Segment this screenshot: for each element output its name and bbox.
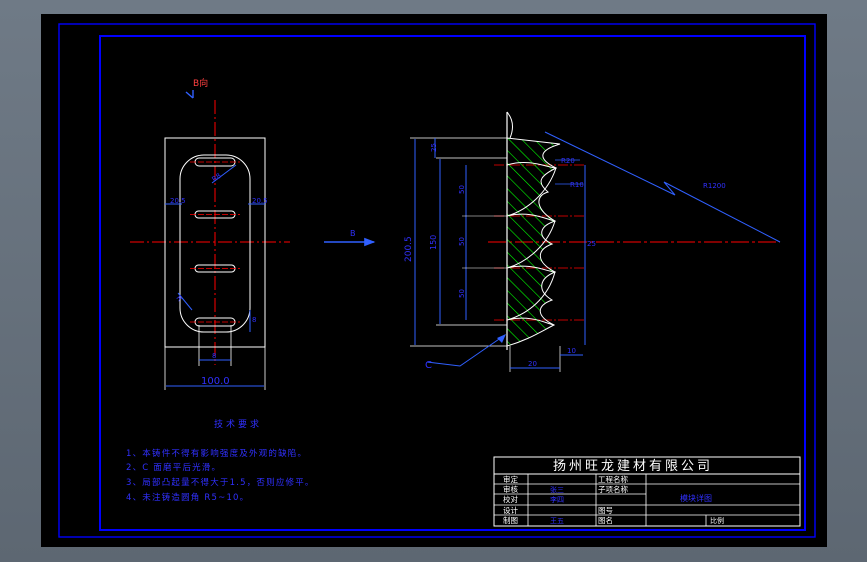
radius-2-label: R10 [570, 181, 584, 189]
radius-label-bottom: R [174, 294, 183, 303]
scale-label: 比例 [710, 516, 724, 525]
row-label-4: 设计 [503, 505, 518, 515]
note-1: 1、本铸件不得有影响强度及外观的缺陷。 [126, 448, 307, 459]
title-block: 扬州旺龙建材有限公司 审定 审核 校对 设计 制图 张三 李四 王五 工程名称 … [493, 456, 801, 527]
callout-c-label: C [425, 360, 432, 371]
section-hatched-body [506, 137, 561, 347]
note-2: 2、C 面磨平后光滑。 [126, 462, 221, 473]
row-value-3: 李四 [550, 495, 564, 504]
callout-c-leader [426, 334, 506, 367]
direction-label: B [350, 229, 356, 238]
pitch-1: 50 [458, 185, 466, 194]
top-margin: 25 [430, 143, 438, 152]
radius-1-label: R20 [561, 157, 575, 165]
outer-frame [58, 23, 816, 538]
dim-bottom-small: 8 [212, 352, 216, 360]
height-total: 200.5 [404, 236, 414, 262]
width-dimension: 100.0 [201, 376, 230, 387]
drawing-name: 模块详图 [680, 493, 712, 503]
pitch-3: 50 [458, 289, 466, 298]
dim-left: 20.5 [170, 197, 186, 205]
technical-notes: 技术要求 1、本铸件不得有影响强度及外观的缺陷。 2、C 面磨平后光滑。 3、局… [126, 418, 315, 503]
inner-frame [99, 35, 806, 531]
section-view: R1200 R20 R10 25 200.5 150 25 50 50 50 [404, 111, 781, 372]
company-name: 扬州旺龙建材有限公司 [553, 459, 713, 474]
radius-large-label: R1200 [703, 182, 726, 190]
drawing-sheet [41, 14, 827, 547]
mid-label-3: 图号 [598, 506, 613, 515]
row-value-5: 王五 [550, 517, 564, 525]
front-plate-outline [164, 137, 266, 348]
mid-label-4: 图名 [598, 515, 613, 525]
section-scalloped-edge [506, 162, 557, 326]
height-inner: 150 [429, 235, 438, 250]
dim-right: 20.5 [252, 197, 268, 205]
bottom-dim: 20 [528, 360, 537, 368]
view-label-b: B向 [193, 77, 208, 89]
row-label-1: 审定 [503, 474, 518, 484]
note-4: 4、未注铸造圆角 R5~10。 [126, 492, 249, 503]
notes-title: 技术要求 [214, 418, 262, 430]
radius-large-line [544, 131, 781, 243]
side-label: 25 [587, 240, 596, 248]
note-3: 3、局部凸起量不得大于1.5，否则应修平。 [126, 477, 315, 488]
bottom-dim-2: 10 [567, 347, 576, 355]
section-direction-arrow: B [324, 229, 376, 247]
front-rounded-body [179, 154, 251, 333]
row-label-5: 制图 [503, 515, 518, 525]
mid-label-1: 工程名称 [598, 474, 628, 484]
row-label-3: 校对 [503, 494, 518, 504]
mid-label-2: 子项名称 [598, 484, 628, 494]
pitch-2: 50 [458, 237, 466, 246]
row-label-2: 审核 [503, 484, 518, 494]
front-view: B向 20.5 20.5 R8 R 8 [130, 77, 290, 390]
dim-bottom-side: 8 [252, 316, 256, 324]
radius-label-top: R8 [211, 172, 223, 184]
row-value-2: 张三 [550, 485, 564, 494]
